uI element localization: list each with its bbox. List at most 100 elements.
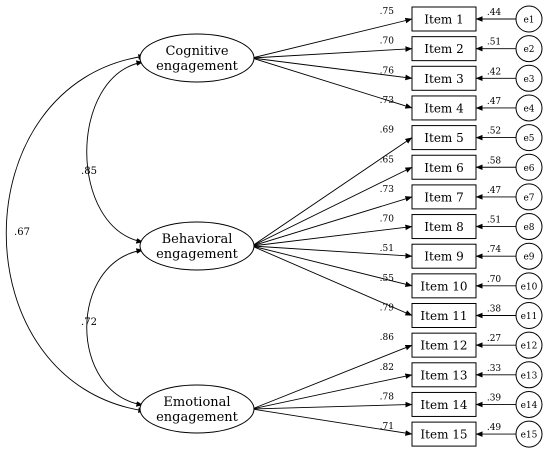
item-label: Item 7 [424,190,464,204]
item-label: Item 10 [420,279,467,293]
item-label: Item 15 [420,428,467,442]
factor-ellipse [139,221,255,271]
item-7: Item 7 [411,184,477,210]
loading-path-12 [251,344,413,410]
error-9: e9.74 [475,242,543,270]
error-name: e1 [523,16,534,26]
error-circle [515,390,543,418]
correlation-value: .67 [14,227,30,238]
correlation-arc-1 [86,60,144,244]
error-name: e11 [521,312,538,322]
loading-path-2 [251,46,413,59]
item-box [411,214,477,240]
error-variance: .58 [487,156,502,166]
item-label: Item 4 [424,101,464,115]
error-name: e6 [523,164,534,174]
item-label: Item 13 [420,368,467,382]
error-circle [515,272,543,300]
error-5: e5.52 [475,124,543,152]
error-name: e15 [521,431,538,441]
loading-path-3 [251,57,413,81]
item-2: Item 2 [411,36,477,62]
loading-value: .79 [380,304,395,314]
error-variance: .51 [487,38,501,48]
item-label: Item 9 [424,250,464,264]
error-circle [515,124,543,152]
item-box [411,6,477,32]
error-15: e15 .49 [475,420,543,448]
error-name: e4 [523,104,534,114]
error-variance: .70 [487,275,502,285]
error-10: e10 .70 [475,272,543,300]
item-14: Item 14 [411,391,477,417]
item-label: Item 6 [424,161,464,175]
loading-value: .73 [380,185,395,195]
error-name: e8 [523,223,534,233]
error-13: e13.33 [475,361,543,389]
loading-path-4 [251,57,413,109]
loading-path-7 [251,196,413,247]
error-14: e14.39 [475,390,543,418]
item-8: Item 8 [411,214,477,240]
factor-ellipse [139,384,255,434]
error-variance: .47 [487,186,502,196]
error-layer: e1.44e2.51e3.42e4.47e5.52e6.58e7.47e8.51… [475,5,543,448]
error-circle [515,242,543,270]
loading-value: .51 [380,244,394,254]
error-circle [515,361,543,389]
item-box [411,36,477,62]
error-name: e3 [523,75,534,85]
loading-path-14 [251,401,413,410]
factor-ellipse [139,33,255,83]
correlation-value: .85 [81,166,97,177]
error-circle [515,183,543,211]
error-variance: .47 [487,97,502,107]
correlation-arc-2 [86,248,144,407]
error-3: e3.42 [475,64,543,92]
error-7: e7.47 [475,183,543,211]
error-11: e11.38 [475,302,543,329]
loading-path-10 [251,245,413,287]
loading-value: .73 [380,96,395,106]
item-label: Item 2 [424,42,464,56]
correlation-value: .72 [81,317,97,328]
loading-paths-layer: .75.70.76.73.69.65.73.70.51.55.79.86.82.… [251,7,413,436]
loading-value: .65 [380,155,395,165]
error-variance: .33 [487,364,502,374]
error-variance: .49 [487,423,502,433]
error-name: e10 [521,282,538,292]
error-circle [515,213,543,241]
loading-value: .78 [380,392,395,402]
item-box [411,362,477,388]
error-variance: .52 [487,127,501,137]
item-box [411,391,477,417]
factor-name-line1: Behavioral [162,232,233,247]
loading-value: .75 [380,7,395,17]
error-circle [515,420,543,448]
factor-name-line2: engagement [156,410,239,425]
correlation-layer: .85 .72 .67 [5,54,146,413]
loading-path-5 [251,137,413,247]
item-box [411,65,477,91]
item-box [411,421,477,447]
item-label: Item 1 [424,13,464,27]
loading-path-8 [251,224,413,247]
item-4: Item 4 [411,95,477,121]
item-1: Item 1 [411,6,477,32]
item-label: Item 14 [420,398,467,412]
loading-path-15 [251,408,413,436]
loading-value: .82 [380,363,394,373]
item-box [411,332,477,358]
item-5: Item 5 [411,125,477,151]
item-13: Item 13 [411,362,477,388]
factor-name-line2: engagement [156,247,239,262]
error-variance: .39 [487,393,502,403]
item-9: Item 9 [411,243,477,269]
error-name: e9 [523,253,534,263]
error-circle [515,64,543,92]
